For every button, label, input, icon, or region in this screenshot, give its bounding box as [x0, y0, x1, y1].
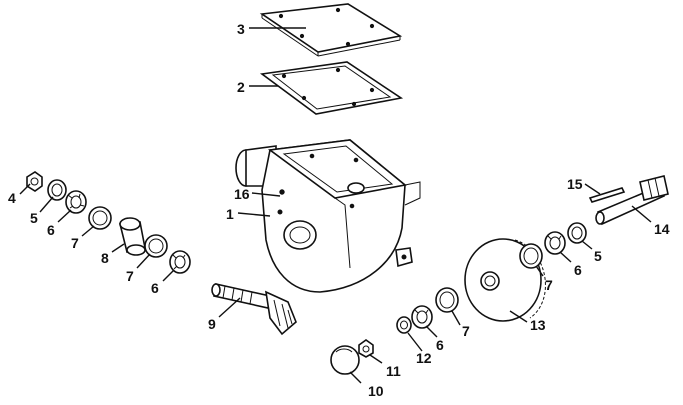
bearing-cup-7-b	[144, 234, 168, 258]
callout-15: 15	[567, 176, 583, 192]
callout-6-b: 6	[151, 280, 159, 296]
cone-bearing-6-d	[544, 231, 566, 255]
callout-10: 10	[368, 383, 384, 399]
callout-5-right: 5	[594, 248, 602, 264]
washer-12	[396, 316, 412, 334]
callout-7-b: 7	[126, 268, 134, 284]
callout-6-d: 6	[574, 262, 582, 278]
callout-6-left: 6	[47, 222, 55, 238]
callout-16: 16	[234, 186, 250, 202]
callout-7-left: 7	[71, 235, 79, 251]
bearing-cup-7-a	[88, 206, 112, 230]
callout-12: 12	[416, 350, 432, 366]
callout-2: 2	[237, 79, 245, 95]
callout-9: 9	[208, 316, 216, 332]
callout-6-c: 6	[436, 337, 444, 353]
callout-1: 1	[226, 206, 234, 222]
washer-5-right	[567, 222, 587, 244]
nut-11	[358, 339, 374, 358]
leader-lines	[19, 27, 652, 384]
callout-7-d: 7	[545, 277, 553, 293]
callout-4: 4	[8, 190, 16, 206]
cone-bearing-6-left	[65, 190, 87, 214]
cap-10	[330, 345, 360, 375]
cone-bearing-6-b	[169, 250, 191, 274]
callout-7-c: 7	[462, 323, 470, 339]
gearbox-housing	[235, 139, 421, 293]
callout-8: 8	[101, 250, 109, 266]
cover-plate	[259, 3, 403, 57]
callout-3: 3	[237, 21, 245, 37]
nut-4	[26, 171, 43, 192]
output-shaft-14	[595, 175, 669, 226]
callout-14: 14	[654, 221, 670, 237]
cone-bearing-6-c	[411, 305, 433, 329]
gasket	[259, 61, 404, 115]
washer-5-left	[47, 179, 67, 201]
callout-5-left: 5	[30, 210, 38, 226]
callout-11: 11	[386, 363, 401, 379]
sleeve-8	[118, 217, 146, 256]
callout-13: 13	[530, 317, 546, 333]
bearing-cup-7-c	[435, 287, 459, 313]
key-15	[588, 187, 626, 203]
bearing-cup-7-d	[519, 243, 543, 269]
pinion-shaft-9	[211, 283, 297, 336]
